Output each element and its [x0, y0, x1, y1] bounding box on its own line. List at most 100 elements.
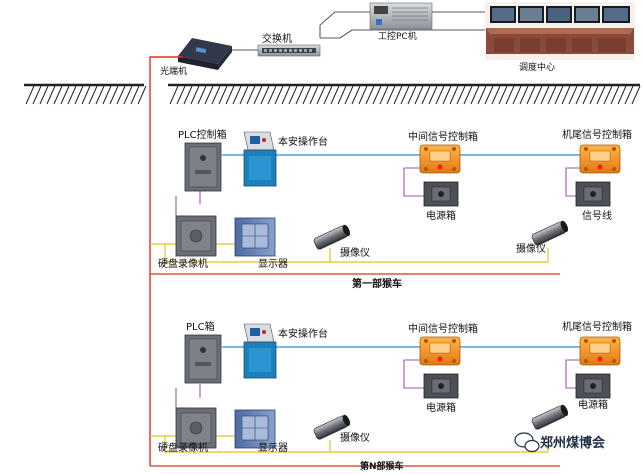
ground-hatch-stroke — [232, 85, 242, 105]
ground-hatch-stroke — [582, 85, 592, 105]
ground-hatch-stroke — [561, 85, 571, 105]
ground-hatch-stroke — [218, 85, 228, 105]
red-trunk-line — [149, 56, 183, 466]
ground-hatch-stroke — [288, 85, 298, 105]
plc-cabinet-icon — [184, 334, 222, 384]
ground-hatch-stroke — [123, 85, 133, 105]
dvr-label-1: 硬盘录像机 — [158, 259, 208, 270]
ground-hatch-stroke — [116, 85, 126, 105]
mid-signal-box-icon — [419, 336, 461, 366]
ground-hatch-stroke — [74, 85, 84, 105]
ground-hatch-stroke — [568, 85, 578, 105]
ground-hatch-stroke — [46, 85, 56, 105]
operating-console-icon — [243, 323, 277, 379]
ipc-label: 工控PC机 — [378, 32, 417, 42]
ground-hatch-stroke — [323, 85, 333, 105]
ground-hatch-stroke — [379, 85, 389, 105]
ground-hatch-stroke — [414, 85, 424, 105]
ground-hatch-stroke — [533, 85, 543, 105]
ground-hatch-stroke — [67, 85, 77, 105]
power-box-icon — [575, 181, 611, 207]
ground-hatch-stroke — [603, 85, 613, 105]
tail-signal-label-1: 机尾信号控制箱 — [562, 130, 632, 141]
ground-hatch-stroke — [526, 85, 536, 105]
ground-hatch-stroke — [309, 85, 319, 105]
ground-hatch-stroke — [610, 85, 620, 105]
mid-signal-box-icon — [419, 144, 461, 174]
plc-label-n: PLC箱 — [186, 322, 215, 333]
dvr-cabinet-icon — [175, 407, 217, 449]
camera-icon — [531, 404, 569, 430]
ground-hatch-stroke — [435, 85, 445, 105]
ground-hatch-stroke — [393, 85, 403, 105]
ground-hatch-stroke — [211, 85, 221, 105]
ground-hatch-stroke — [505, 85, 515, 105]
ground-hatch-stroke — [95, 85, 105, 105]
power-box-icon — [575, 373, 611, 399]
ground-hatch-stroke — [400, 85, 410, 105]
ground-hatch-stroke — [81, 85, 91, 105]
ground-hatch-stroke — [137, 85, 147, 105]
cable-to-dispatch — [320, 29, 500, 39]
operating-console-icon — [243, 131, 277, 187]
camera-icon — [531, 220, 569, 246]
ground-hatch-stroke — [449, 85, 459, 105]
ground-hatch-stroke — [631, 85, 641, 105]
watermark-logo-icon — [514, 432, 540, 453]
ground-hatch-stroke — [190, 85, 200, 105]
ground-hatch-stroke — [491, 85, 501, 105]
ground-hatch-stroke — [53, 85, 63, 105]
watermark-text: 郑州煤博会 — [540, 436, 606, 451]
ground-hatch-stroke — [109, 85, 119, 105]
ground-hatch-stroke — [337, 85, 347, 105]
display-label-1: 显示器 — [258, 259, 288, 270]
ground-hatch-stroke — [512, 85, 522, 105]
display-label-n: 显示器 — [258, 443, 288, 454]
dvr-label-n: 硬盘录像机 — [158, 443, 208, 454]
camera-label-1a: 摄像仪 — [340, 248, 370, 259]
ground-hatch-stroke — [130, 85, 140, 105]
power-box-icon — [423, 181, 459, 207]
display-cabinet-icon — [234, 217, 276, 257]
tail-signal-box-icon — [579, 336, 621, 366]
ground-hatch-stroke — [484, 85, 494, 105]
ground-hatch-stroke — [267, 85, 277, 105]
ground-hatch-stroke — [351, 85, 361, 105]
mid-signal-label-n: 中间信号控制箱 — [408, 324, 478, 335]
ground-hatch-stroke — [183, 85, 193, 105]
ground-hatch-stroke — [547, 85, 557, 105]
ground-hatch-stroke — [463, 85, 473, 105]
ground-hatch-stroke — [358, 85, 368, 105]
display-cabinet-icon — [234, 409, 276, 449]
ground-hatch-stroke — [519, 85, 529, 105]
ground-hatch-stroke — [498, 85, 508, 105]
power-box-label-1: 电源箱 — [426, 211, 456, 222]
plc-label-1: PLC控制箱 — [178, 130, 227, 141]
ground-hatch-stroke — [477, 85, 487, 105]
ground-hatch-stroke — [316, 85, 326, 105]
power-box-icon — [423, 373, 459, 399]
ground-hatch-stroke — [428, 85, 438, 105]
ground-hatch-stroke — [239, 85, 249, 105]
tail-signal-box-icon — [579, 144, 621, 174]
ground-hatch-stroke — [589, 85, 599, 105]
camera-label-1b: 摄像仪 — [516, 244, 546, 255]
ground-hatch-stroke — [470, 85, 480, 105]
ground-hatch-stroke — [456, 85, 466, 105]
ground-hatch-stroke — [32, 85, 42, 105]
ground-hatch-stroke — [204, 85, 214, 105]
mid-signal-label-1: 中间信号控制箱 — [408, 132, 478, 143]
ground-hatch-stroke — [281, 85, 291, 105]
ground-hatch-stroke — [596, 85, 606, 105]
ground-hatch-stroke — [169, 85, 179, 105]
optical-terminal-label: 光端机 — [160, 67, 188, 77]
ground-hatch-stroke — [176, 85, 186, 105]
tail-signal-label-n: 机尾信号控制箱 — [562, 322, 632, 333]
ground-hatch-stroke — [88, 85, 98, 105]
ground-hatch-stroke — [246, 85, 256, 105]
network-switch-icon — [257, 44, 321, 57]
optical-terminal-icon — [178, 38, 232, 70]
ground-hatch-stroke — [60, 85, 70, 105]
plc-cabinet-icon — [184, 142, 222, 192]
